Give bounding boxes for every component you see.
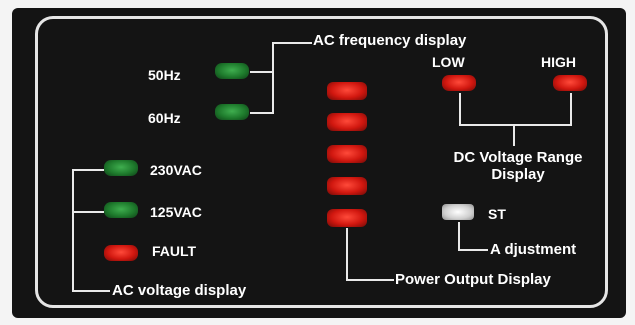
led-50hz — [215, 63, 249, 79]
label-230vac: 230VAC — [150, 162, 202, 178]
panel-frame — [35, 16, 608, 308]
acv-connector-bottom — [72, 290, 110, 292]
adjustment-title: A djustment — [490, 241, 577, 258]
dc-voltage-range-title: DC Voltage Range Display — [453, 149, 583, 183]
acv-connector-top — [72, 169, 104, 171]
dc-connector-right — [570, 93, 572, 125]
led-125vac — [104, 202, 138, 218]
led-low — [442, 75, 476, 91]
acv-connector-vertical — [72, 169, 74, 291]
label-60hz: 60Hz — [148, 110, 181, 126]
label-st: ST — [488, 206, 506, 222]
led-fault — [104, 245, 138, 261]
ac-voltage-title: AC voltage display — [112, 282, 247, 299]
adj-connector-vertical — [458, 222, 460, 250]
dc-connector-left — [459, 93, 461, 125]
led-high — [553, 75, 587, 91]
power-bar-1 — [327, 209, 367, 227]
adjustment-knob[interactable] — [442, 204, 474, 220]
led-60hz — [215, 104, 249, 120]
freq-connector-bottom — [250, 112, 274, 114]
freq-connector-vertical — [272, 42, 274, 114]
acv-connector-middle — [72, 211, 104, 213]
freq-connector-top — [250, 71, 274, 73]
adj-connector-horizontal — [458, 249, 488, 251]
led-230vac — [104, 160, 138, 176]
label-high: HIGH — [541, 54, 576, 70]
dc-connector-horizontal — [459, 124, 572, 126]
label-50hz: 50Hz — [148, 67, 181, 83]
freq-connector-leader — [272, 42, 312, 44]
label-low: LOW — [432, 54, 465, 70]
power-bar-3 — [327, 145, 367, 163]
power-bar-4 — [327, 113, 367, 131]
power-output-title: Power Output Display — [395, 271, 551, 288]
label-fault: FAULT — [152, 243, 197, 259]
label-125vac: 125VAC — [150, 204, 202, 220]
power-bar-2 — [327, 177, 367, 195]
power-connector-horizontal — [346, 279, 394, 281]
power-connector-vertical — [346, 228, 348, 280]
dc-connector-stem — [513, 124, 515, 146]
power-bar-5 — [327, 82, 367, 100]
ac-frequency-title: AC frequency display — [313, 32, 467, 49]
